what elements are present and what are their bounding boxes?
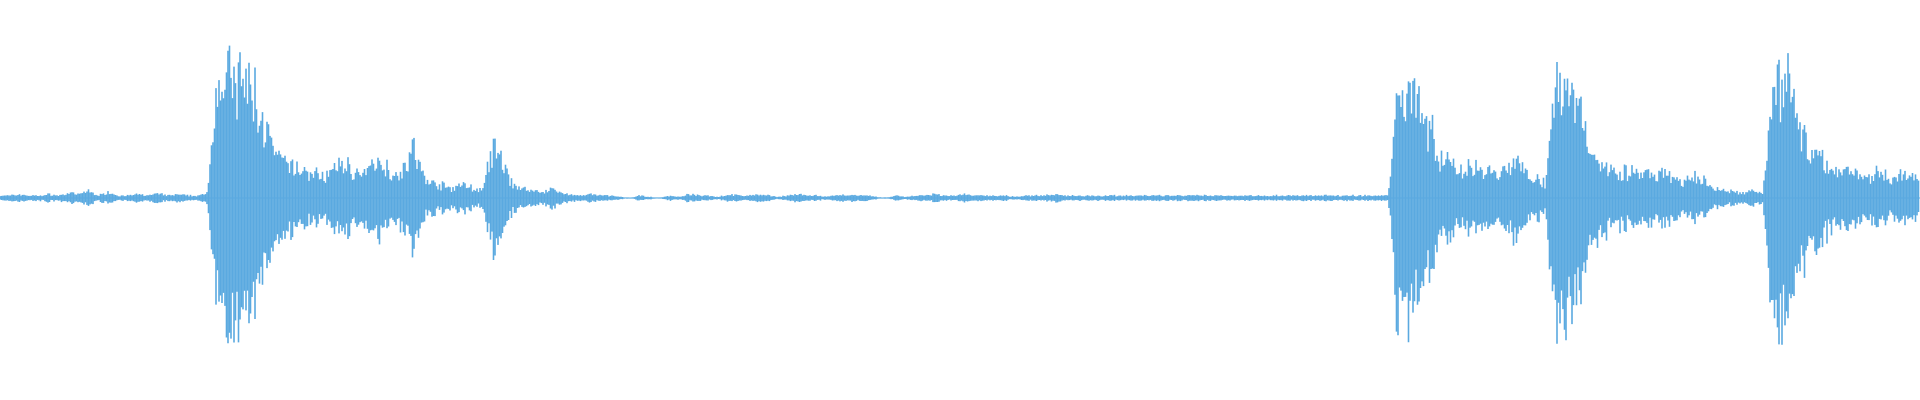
waveform-bars	[0, 45, 1920, 345]
